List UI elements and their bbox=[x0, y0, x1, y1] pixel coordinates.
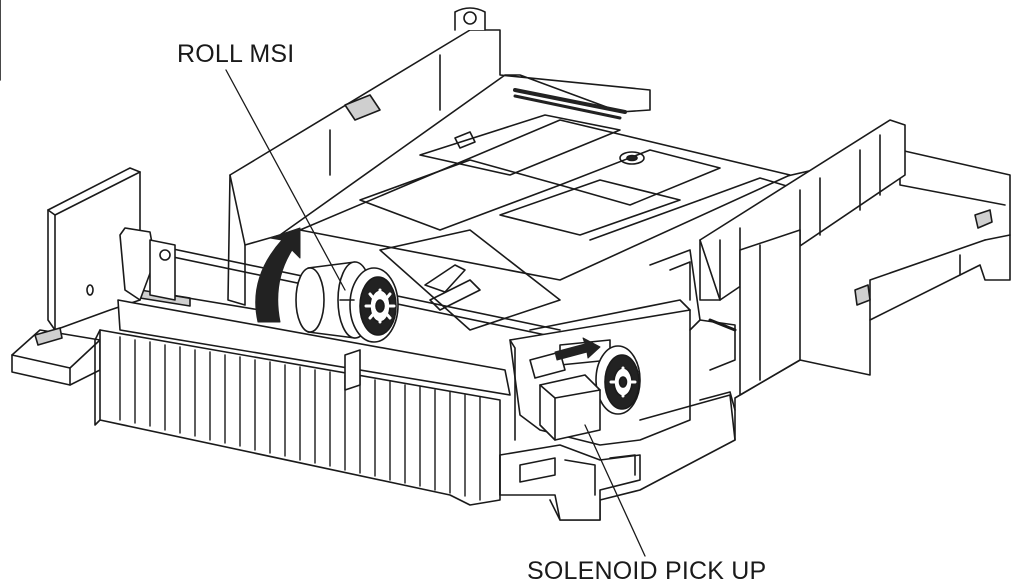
front-ribs bbox=[119, 336, 481, 501]
left-frame bbox=[11, 167, 141, 386]
right-bracket bbox=[499, 249, 737, 521]
solenoid-leader bbox=[584, 424, 646, 557]
roll-msi-label: ROLL MSI bbox=[177, 40, 295, 68]
rotation-arrow bbox=[255, 227, 301, 323]
roll-msi-leader bbox=[225, 69, 346, 291]
rear-wall bbox=[227, 7, 651, 306]
center-lever bbox=[379, 229, 561, 331]
solenoid-pick-up-label: SOLENOID PICK UP bbox=[527, 557, 767, 585]
roll-msi-roller bbox=[295, 261, 399, 343]
leader-lines bbox=[225, 69, 646, 557]
front-comb bbox=[0, 0, 511, 506]
side-guide bbox=[699, 119, 993, 396]
